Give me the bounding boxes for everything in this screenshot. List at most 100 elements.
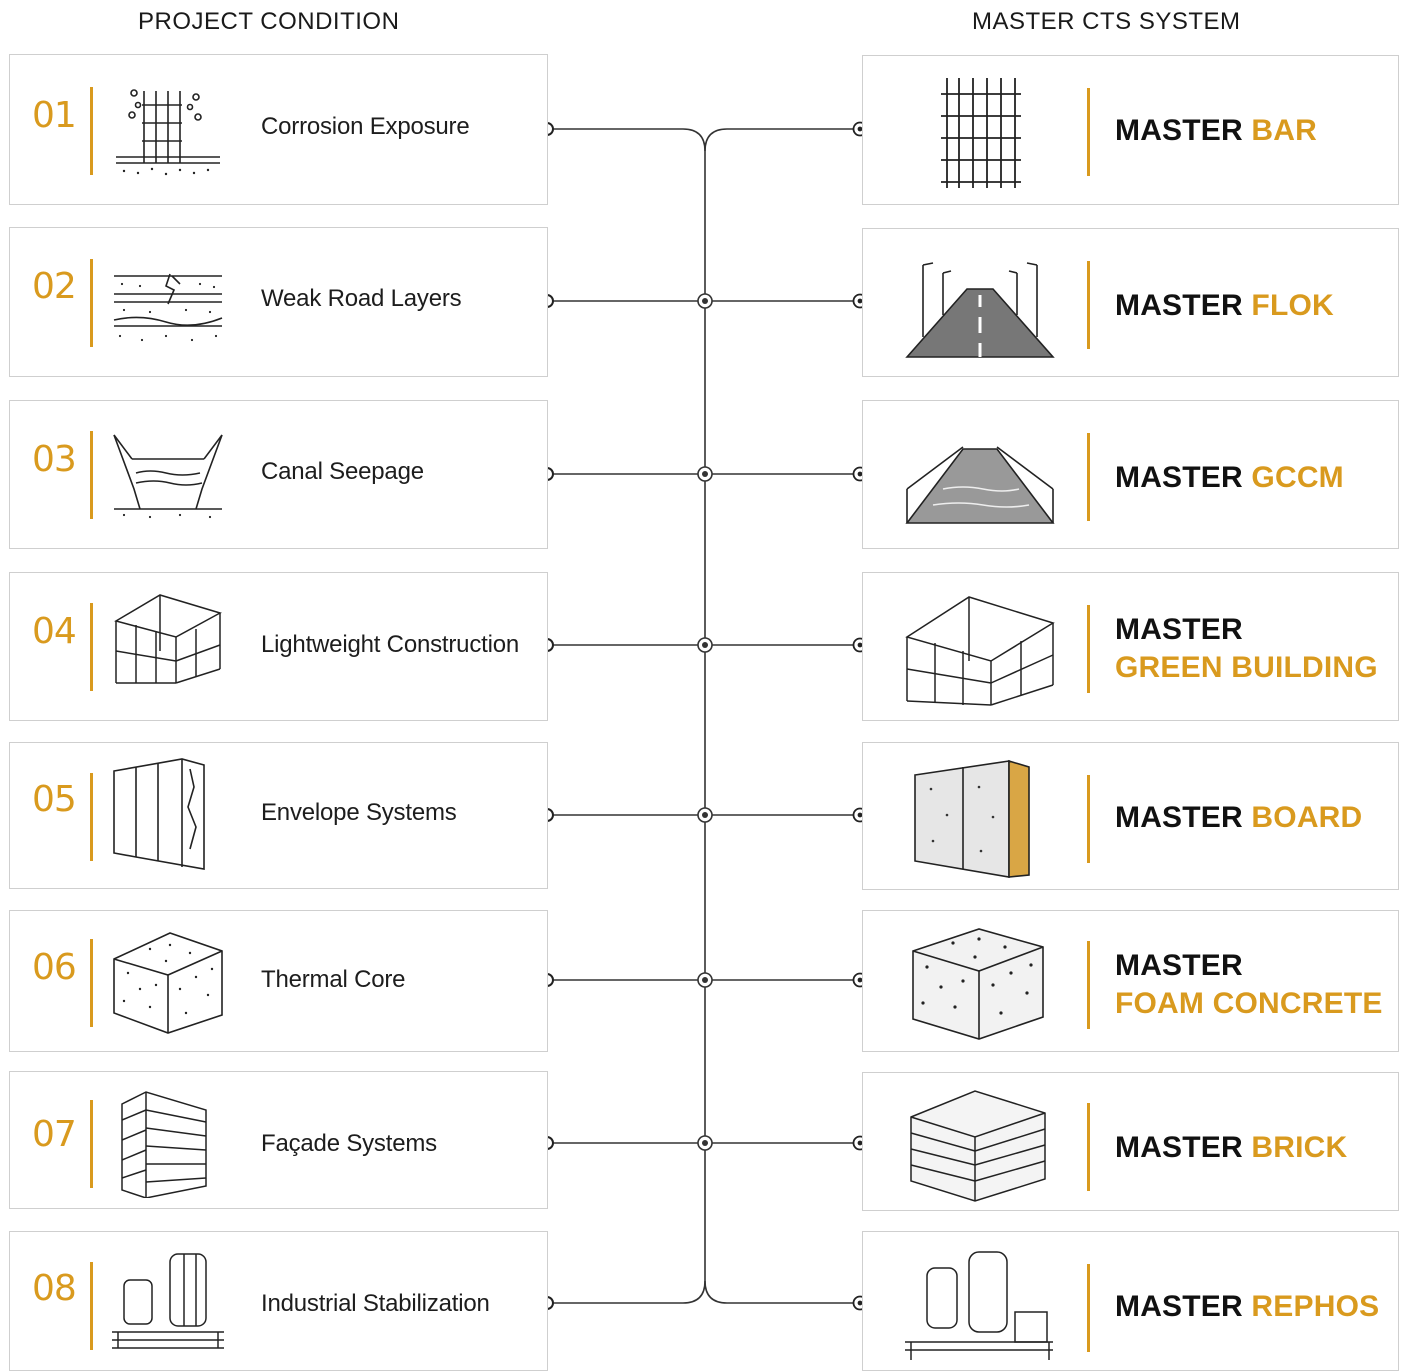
junction-dot — [702, 642, 708, 648]
condition-number: 06 — [32, 947, 77, 988]
accent-divider — [90, 773, 93, 861]
board-panel-icon — [903, 757, 1057, 878]
silo-icon — [110, 1244, 226, 1349]
condition-label: Canal Seepage — [261, 458, 424, 485]
condition-number: 02 — [32, 266, 77, 307]
condition-card-02: 02 Weak Road Layers — [9, 227, 548, 377]
condition-number: 07 — [32, 1114, 77, 1155]
end-node-dot — [857, 977, 863, 983]
system-label: MASTER FOAM CONCRETE — [1115, 947, 1383, 1023]
end-node-dot — [857, 1140, 863, 1146]
end-node-dot — [857, 471, 863, 477]
system-card-bar: MASTER BAR — [862, 55, 1399, 205]
system-name: BAR — [1251, 114, 1318, 147]
system-prefix: MASTER — [1115, 1290, 1243, 1323]
road-layers-icon — [110, 256, 226, 352]
condition-card-04: 04 Lightweight Construction — [9, 572, 548, 721]
condition-card-03: 03 Canal Seepage — [9, 400, 548, 549]
brick-block-icon — [903, 1087, 1057, 1207]
condition-label: Envelope Systems — [261, 799, 457, 826]
accent-divider — [1087, 605, 1090, 693]
condition-card-05: 05 Envelope Systems — [9, 742, 548, 889]
system-label: MASTER REPHOS — [1115, 1288, 1379, 1326]
junction-dot — [702, 1140, 708, 1146]
accent-divider — [1087, 88, 1090, 176]
accent-divider — [1087, 433, 1090, 521]
system-card-brick: MASTER BRICK — [862, 1072, 1399, 1211]
condition-label: Corrosion Exposure — [261, 113, 470, 140]
lined-canal-icon — [903, 419, 1057, 539]
system-prefix: MASTER — [1115, 801, 1243, 834]
system-name: BOARD — [1251, 801, 1363, 834]
foam-block-icon — [110, 929, 226, 1034]
accent-divider — [90, 603, 93, 691]
foam-concrete-block-icon — [903, 925, 1057, 1045]
condition-number: 04 — [32, 611, 77, 652]
system-name: BRICK — [1251, 1131, 1348, 1164]
condition-card-08: 08 Industrial Stabilization — [9, 1231, 548, 1371]
system-card-green-building: MASTER GREEN BUILDING — [862, 572, 1399, 721]
junction-dot — [702, 471, 708, 477]
wall-panel-icon — [110, 757, 226, 870]
spine-right — [704, 128, 854, 1304]
system-prefix: MASTER — [1115, 114, 1243, 147]
system-name: FOAM CONCRETE — [1115, 987, 1383, 1020]
plant-silo-icon — [903, 1246, 1057, 1366]
accent-divider — [1087, 941, 1090, 1029]
accent-divider — [1087, 775, 1090, 863]
right-column-heading: MASTER CTS SYSTEM — [972, 8, 1241, 35]
system-label: MASTER GREEN BUILDING — [1115, 611, 1378, 687]
spine-left — [553, 128, 706, 1304]
end-node-dot — [857, 642, 863, 648]
accent-divider — [1087, 1264, 1090, 1352]
system-label: MASTER GCCM — [1115, 459, 1344, 497]
condition-label: Façade Systems — [261, 1130, 437, 1157]
accent-divider — [90, 431, 93, 519]
condition-card-01: 01 Corrosion Exposure — [9, 54, 548, 205]
building-frame-icon — [110, 591, 226, 687]
system-label: MASTER BAR — [1115, 112, 1317, 150]
junction-dot — [702, 298, 708, 304]
structure-frame-icon — [903, 589, 1057, 709]
system-card-rephos: MASTER REPHOS — [862, 1231, 1399, 1371]
condition-card-06: 06 Thermal Core — [9, 910, 548, 1052]
system-name: REPHOS — [1251, 1290, 1380, 1323]
junction-dot — [702, 977, 708, 983]
end-node-dot — [857, 812, 863, 818]
system-label: MASTER FLOK — [1115, 287, 1334, 325]
accent-divider — [90, 1100, 93, 1188]
condition-label: Lightweight Construction — [261, 631, 520, 658]
accent-divider — [1087, 1103, 1090, 1191]
left-column-heading: PROJECT CONDITION — [138, 8, 400, 35]
condition-number: 03 — [32, 439, 77, 480]
system-prefix: MASTER — [1115, 613, 1243, 646]
rebar-corrosion-icon — [110, 83, 226, 179]
condition-number: 08 — [32, 1268, 77, 1309]
accent-divider — [90, 87, 93, 175]
canal-icon — [110, 429, 226, 525]
condition-number: 01 — [32, 95, 77, 136]
end-node-dot — [857, 126, 863, 132]
system-prefix: MASTER — [1115, 289, 1243, 322]
accent-divider — [90, 259, 93, 347]
system-card-foam-concrete: MASTER FOAM CONCRETE — [862, 910, 1399, 1052]
system-card-flok: MASTER FLOK — [862, 228, 1399, 377]
end-node-dot — [857, 1300, 863, 1306]
condition-number: 05 — [32, 779, 77, 820]
accent-divider — [90, 1262, 93, 1350]
condition-label: Weak Road Layers — [261, 285, 462, 312]
system-card-board: MASTER BOARD — [862, 742, 1399, 890]
accent-divider — [90, 939, 93, 1027]
system-prefix: MASTER — [1115, 1131, 1243, 1164]
condition-label: Thermal Core — [261, 966, 406, 993]
condition-card-07: 07 Façade Systems — [9, 1071, 548, 1209]
system-prefix: MASTER — [1115, 949, 1243, 982]
highway-icon — [903, 245, 1057, 365]
junction-dot — [702, 812, 708, 818]
system-name: FLOK — [1251, 289, 1334, 322]
system-name: GCCM — [1251, 461, 1344, 494]
accent-divider — [1087, 261, 1090, 349]
system-prefix: MASTER — [1115, 461, 1243, 494]
system-label: MASTER BRICK — [1115, 1129, 1347, 1167]
brick-wall-icon — [110, 1090, 226, 1199]
